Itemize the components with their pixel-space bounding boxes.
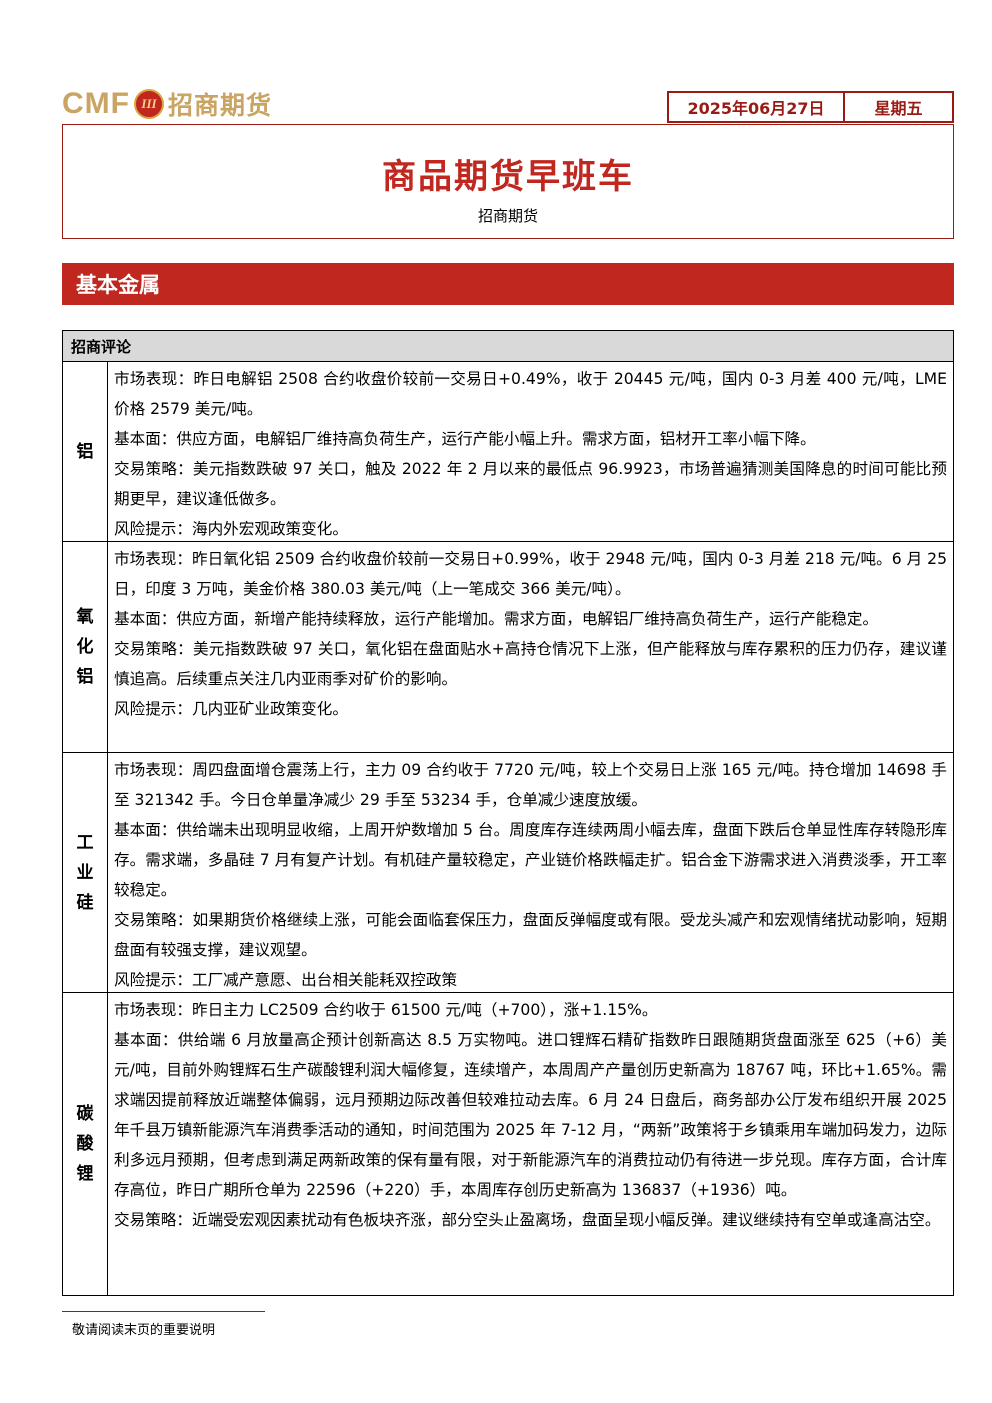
commodity-name: 铝 [76,441,94,462]
trading-strategy-text: 交易策略：如果期货价格继续上涨，可能会面临套保压力，盘面反弹幅度或有限。受龙头减… [114,911,947,959]
section-title: 基本金属 [76,273,160,297]
company-logo: CMF III 招商期货 [62,84,272,124]
fundamentals-text: 基本面：供给端未出现明显收缩，上周开炉数增加 5 台。周度库存连续两周小幅去库，… [114,821,947,899]
logo-cmf-text: CMF [62,87,130,120]
commodity-name: 碳酸锂 [76,1104,94,1184]
trading-strategy-text: 交易策略：美元指数跌破 97 关口，触及 2022 年 2 月以来的最低点 96… [114,460,947,508]
trading-strategy-text: 交易策略：近端受宏观因素扰动有色板块齐涨，部分空头止盈离场，盘面呈现小幅反弹。建… [114,1211,941,1229]
trading-strategy-text: 交易策略：美元指数跌破 97 关口，氧化铝在盘面贴水+高持仓情况下上涨，但产能释… [114,640,947,688]
market-performance-text: 市场表现：昨日电解铝 2508 合约收盘价较前一交易日+0.49%，收于 204… [114,370,947,418]
report-weekday: 星期五 [845,91,954,123]
commodity-name: 氧化铝 [76,607,94,687]
commodity-cell: 工业硅 [63,753,108,992]
fundamentals-text: 基本面：供给端 6 月放量高企预计创新高达 8.5 万实物吨。进口锂辉石精矿指数… [114,1031,947,1199]
commentary-cell: 市场表现：昨日电解铝 2508 合约收盘价较前一交易日+0.49%，收于 204… [108,362,953,541]
table-row-industrial-silicon: 工业硅 市场表现：周四盘面增仓震荡上行，主力 09 合约收于 7720 元/吨，… [63,753,953,993]
page-subtitle: 招商期货 [477,207,538,225]
footer-disclaimer: 敬请阅读末页的重要说明 [72,1323,216,1338]
market-performance-text: 市场表现：周四盘面增仓震荡上行，主力 09 合约收于 7720 元/吨，较上个交… [114,761,947,809]
commodity-name: 工业硅 [76,832,94,913]
commentary-cell: 市场表现：周四盘面增仓震荡上行，主力 09 合约收于 7720 元/吨，较上个交… [108,753,953,992]
fundamentals-text: 基本面：供应方面，新增产能持续释放，运行产能增加。需求方面，电解铝厂维持高负荷生… [114,610,879,628]
page-title: 商品期货早班车 [382,157,634,197]
commodity-cell: 氧化铝 [63,542,108,752]
commentary-cell: 市场表现：昨日主力 LC2509 合约收于 61500 元/吨（+700），涨+… [108,993,953,1295]
title-box: 商品期货早班车 招商期货 [62,124,954,239]
table-header-label: 招商评论 [71,337,132,356]
logo-emblem-icon: III [133,89,164,119]
table-row-alumina: 氧化铝 市场表现：昨日氧化铝 2509 合约收盘价较前一交易日+0.99%，收于… [63,542,953,753]
market-performance-text: 市场表现：昨日主力 LC2509 合约收于 61500 元/吨（+700），涨+… [114,1001,658,1019]
commodity-cell: 铝 [63,362,108,541]
section-title-bar: 基本金属 [62,263,954,305]
footer-divider [62,1311,265,1312]
risk-warning-text: 风险提示：几内亚矿业政策变化。 [114,700,348,718]
table-row-aluminum: 铝 市场表现：昨日电解铝 2508 合约收盘价较前一交易日+0.49%，收于 2… [63,362,953,542]
logo-company-name: 招商期货 [167,91,272,120]
risk-warning-text: 风险提示：海内外宏观政策变化。 [114,520,348,538]
commentary-table: 招商评论 铝 市场表现：昨日电解铝 2508 合约收盘价较前一交易日+0.49%… [62,330,954,1296]
report-date: 2025年06月27日 [667,91,845,123]
market-performance-text: 市场表现：昨日氧化铝 2509 合约收盘价较前一交易日+0.99%，收于 294… [114,550,947,598]
commodity-cell: 碳酸锂 [63,993,108,1295]
table-header: 招商评论 [63,331,953,362]
fundamentals-text: 基本面：供应方面，电解铝厂维持高负荷生产，运行产能小幅上升。需求方面，铝材开工率… [114,430,816,448]
commentary-cell: 市场表现：昨日氧化铝 2509 合约收盘价较前一交易日+0.99%，收于 294… [108,542,953,752]
table-row-lithium-carbonate: 碳酸锂 市场表现：昨日主力 LC2509 合约收于 61500 元/吨（+700… [63,993,953,1295]
risk-warning-text: 风险提示：工厂减产意愿、出台相关能耗双控政策 [114,971,458,989]
